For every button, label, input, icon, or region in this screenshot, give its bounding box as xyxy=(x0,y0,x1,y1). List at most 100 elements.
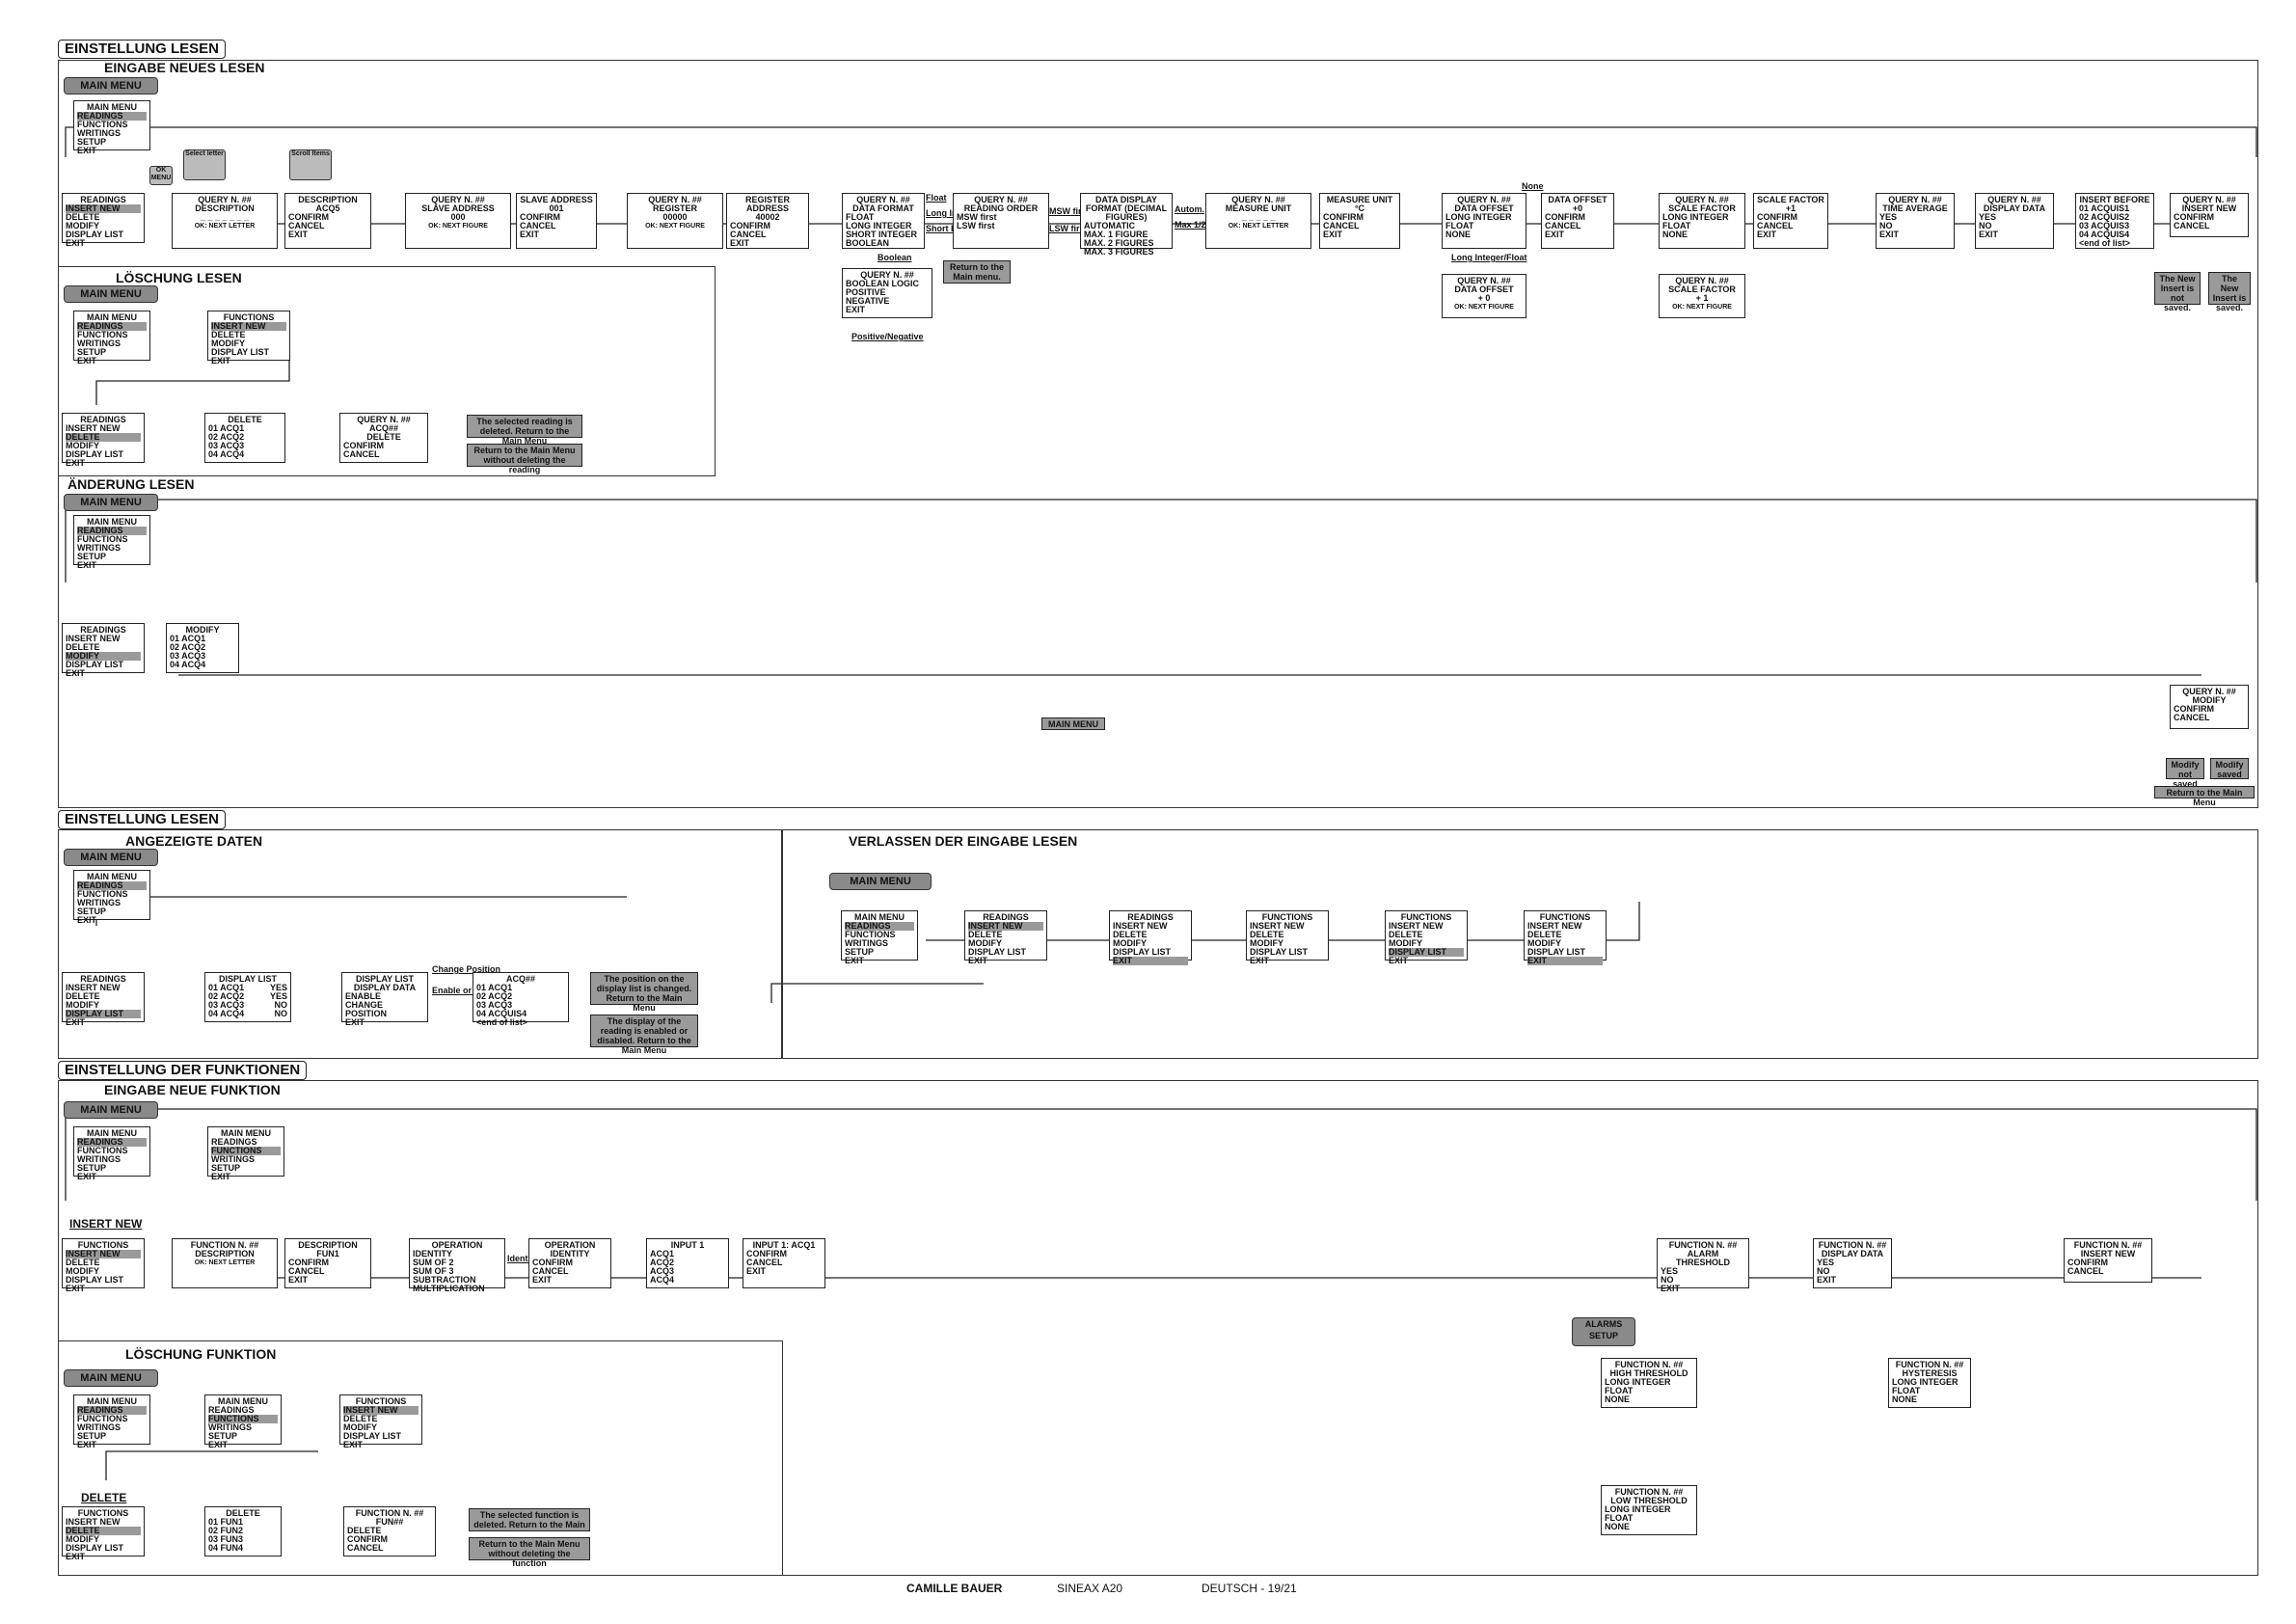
menu-item[interactable]: MODIFY xyxy=(1250,938,1283,948)
menu-item[interactable]: READINGS xyxy=(211,1137,257,1147)
menu-item[interactable]: DISPLAY LIST xyxy=(1389,948,1464,957)
menu-item[interactable]: SETUP xyxy=(77,1431,107,1441)
menu-item[interactable]: DISPLAY LIST xyxy=(66,230,124,239)
menu-item[interactable]: CANCEL xyxy=(343,449,380,459)
menu-item[interactable]: EXIT xyxy=(66,458,86,468)
menu-item[interactable]: DISPLAY LIST xyxy=(66,1275,124,1285)
menu-item[interactable]: EXIT xyxy=(288,1275,309,1285)
menu-item[interactable]: MODIFY xyxy=(66,652,141,661)
menu-item[interactable]: MODIFY xyxy=(1389,938,1422,948)
menu-item[interactable]: FUNCTIONS xyxy=(77,1146,128,1155)
menu-item[interactable]: EXIT xyxy=(66,1017,86,1027)
menu-item[interactable]: CONFIRM xyxy=(1545,212,1585,222)
menu-item[interactable]: INSERT NEW xyxy=(66,634,121,643)
menu-item[interactable]: 01 ACQ1 xyxy=(476,983,513,992)
menu-item[interactable]: READINGS xyxy=(845,922,914,931)
menu-item[interactable]: SUBTRACTION xyxy=(413,1275,476,1285)
menu-item[interactable]: 03 ACQUIS3 xyxy=(2079,221,2130,230)
menu-item[interactable]: YES xyxy=(1879,212,1898,222)
menu-item[interactable]: DELETE xyxy=(347,1526,382,1535)
menu-item[interactable]: READINGS xyxy=(77,112,147,121)
menu-item[interactable]: CONFIRM xyxy=(532,1258,573,1267)
menu-item[interactable]: EXIT xyxy=(66,668,86,678)
list-row[interactable]: 02 ACQ2 YES xyxy=(208,992,287,1001)
menu-item[interactable]: DELETE xyxy=(66,1527,141,1535)
menu-item[interactable]: FUNCTIONS xyxy=(77,120,128,129)
menu-item[interactable]: EXIT xyxy=(345,1017,365,1027)
menu-item[interactable]: CANCEL xyxy=(746,1258,783,1267)
menu-item[interactable]: MODIFY xyxy=(66,441,99,450)
menu-item[interactable]: FLOAT xyxy=(1892,1386,1921,1395)
menu-item[interactable]: NONE xyxy=(1445,230,1472,239)
menu-item[interactable]: EXIT xyxy=(1527,957,1603,965)
menu-item[interactable]: FUNCTIONS xyxy=(77,534,128,544)
menu-item[interactable]: LSW first xyxy=(957,221,995,230)
menu-item[interactable]: EXIT xyxy=(1979,230,1999,239)
menu-item[interactable]: DELETE xyxy=(66,991,100,1001)
menu-item[interactable]: YES xyxy=(1661,1266,1679,1276)
menu-item[interactable]: BOOLEAN xyxy=(846,238,889,248)
alarms-setup-button[interactable]: ALARMS SETUP xyxy=(1572,1317,1635,1346)
menu-item[interactable]: YES xyxy=(1817,1258,1835,1267)
menu-item[interactable]: CANCEL xyxy=(1545,221,1581,230)
menu-item[interactable]: EXIT xyxy=(746,1266,767,1276)
menu-item[interactable]: YES xyxy=(1979,212,1997,222)
menu-item[interactable]: DELETE xyxy=(66,642,100,652)
menu-item[interactable]: INSERT NEW xyxy=(1113,921,1168,931)
menu-item[interactable]: DELETE xyxy=(211,330,246,339)
menu-item[interactable]: DISPLAY LIST xyxy=(66,1543,124,1553)
menu-item[interactable]: 04 ACQ4 xyxy=(170,660,206,669)
menu-item[interactable]: EXIT xyxy=(66,1284,86,1293)
menu-item[interactable]: 02 FUN2 xyxy=(208,1526,244,1535)
menu-item[interactable]: NONE xyxy=(1605,1394,1631,1404)
menu-item[interactable]: EXIT xyxy=(211,1172,231,1181)
menu-item[interactable]: INSERT NEW xyxy=(66,423,121,433)
menu-item[interactable]: CONFIRM xyxy=(288,212,329,222)
menu-item[interactable]: 02 ACQ2 xyxy=(170,642,206,652)
menu-item[interactable]: BOOLEAN LOGIC xyxy=(846,279,919,288)
select-letter-key[interactable]: Select letter xyxy=(183,149,226,180)
menu-item[interactable]: DELETE xyxy=(1527,930,1562,939)
menu-item[interactable]: DISPLAY LIST xyxy=(1113,947,1172,957)
menu-item[interactable]: IDENTITY xyxy=(413,1249,453,1259)
main-menu-button[interactable]: MAIN MENU xyxy=(64,285,158,303)
main-menu-button[interactable]: MAIN MENU xyxy=(64,77,158,95)
menu-item[interactable]: CANCEL xyxy=(2174,713,2210,722)
menu-item[interactable]: FUNCTIONS xyxy=(208,1415,278,1423)
menu-item[interactable]: EXIT xyxy=(532,1275,553,1285)
menu-item[interactable]: ACQ2 xyxy=(650,1258,675,1267)
menu-item[interactable]: EXIT xyxy=(520,230,540,239)
menu-item[interactable]: ENABLE xyxy=(345,991,382,1001)
menu-item[interactable]: MAX. 3 FIGURES xyxy=(1084,247,1154,257)
menu-item[interactable]: EXIT xyxy=(288,230,309,239)
menu-item[interactable]: DELETE xyxy=(66,212,100,222)
menu-item[interactable]: READINGS xyxy=(77,1138,147,1147)
menu-item[interactable]: DISPLAY LIST xyxy=(1250,947,1309,957)
menu-item[interactable]: CONFIRM xyxy=(2174,212,2214,222)
menu-item[interactable]: CONFIRM xyxy=(347,1534,388,1544)
menu-item[interactable]: CANCEL xyxy=(532,1266,569,1276)
menu-item[interactable]: MODIFY xyxy=(66,1534,99,1544)
menu-item[interactable]: EXIT xyxy=(846,305,866,314)
menu-item[interactable]: 03 ACQ3 xyxy=(208,441,245,450)
menu-item[interactable]: DISPLAY LIST xyxy=(211,347,270,357)
menu-item[interactable]: EXIT xyxy=(343,1440,364,1449)
list-row[interactable]: 01 ACQ1 YES xyxy=(208,984,287,992)
menu-item[interactable]: LONG INTEGER xyxy=(1605,1377,1671,1387)
menu-item[interactable]: CONFIRM xyxy=(1757,212,1797,222)
menu-item[interactable]: LONG INTEGER xyxy=(846,221,912,230)
menu-item[interactable]: MODIFY xyxy=(343,1422,377,1432)
menu-item[interactable]: DISPLAY LIST xyxy=(343,1431,402,1441)
menu-item[interactable]: MAX. 1 FIGURE xyxy=(1084,230,1148,239)
menu-item[interactable]: INSERT NEW xyxy=(968,922,1043,931)
menu-item[interactable]: INSERT NEW xyxy=(1527,921,1582,931)
menu-item[interactable]: MODIFY xyxy=(1527,938,1561,948)
menu-item[interactable]: 04 ACQ4 xyxy=(208,449,245,459)
menu-item[interactable]: 03 ACQ3 xyxy=(476,1000,513,1010)
menu-item[interactable]: MODIFY xyxy=(211,338,245,348)
menu-item[interactable]: MULTIPLICATION xyxy=(413,1284,485,1293)
menu-item[interactable]: <end of list> xyxy=(2079,238,2131,248)
menu-item[interactable]: 01 ACQUIS1 xyxy=(2079,203,2130,213)
menu-item[interactable]: SETUP xyxy=(845,947,875,957)
menu-item[interactable]: EXIT xyxy=(1113,957,1188,965)
